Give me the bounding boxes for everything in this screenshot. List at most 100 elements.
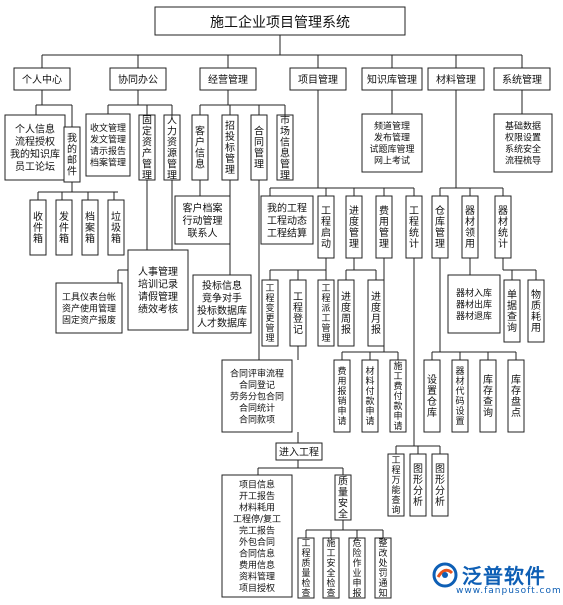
material-consumption-box-char: 耗 [531,311,541,323]
change-mgmt-box-char: 管 [265,322,274,334]
safety-check-box-char: 施 [326,537,335,549]
quality-check-box-char: 工 [301,539,310,549]
quality-check-box-char: 查 [301,587,310,599]
hazard-request-box: 危险作业申报危险作业申报 [348,537,366,599]
quality-safety-box-char: 安 [338,497,348,510]
dispatch-mgmt-box-char: 工 [321,284,330,294]
registration-box-char: 工 [293,292,303,303]
project-info-box-text: 开工报告 [239,490,275,502]
material-payment-box: 材料付款申请材料付款申请 [361,359,379,433]
material-payment-box-char: 请 [365,415,374,427]
hazard-request-box-char: 报 [352,587,361,599]
mailbox-trash-char: 箱 [111,232,121,245]
bid-mgmt-box-char: 标 [225,142,235,154]
market-info-box-char: 信 [280,137,290,149]
fixed-assets-box-char: 理 [142,170,152,182]
mailbox-inbox: 收件箱收件箱 [29,199,47,256]
equipment-code-box-char: 代 [455,386,464,397]
stock-count-box-char: 库 [511,373,521,386]
contract-mgmt-box-char: 同 [254,137,264,149]
mailbox-trash-char: 圾 [111,222,121,234]
logo-name: 泛普软件 [462,564,546,588]
record-query-box-char: 单 [507,289,517,301]
quality-safety-box-char: 全 [338,508,348,521]
material-payment-box-char: 付 [365,386,374,397]
chart-analysis-box-1-char: 图 [413,463,423,475]
equipment-code-box-char: 设 [455,406,464,417]
hazard-request-box-char: 作 [352,557,361,569]
warehouse-mgmt-box: 仓库管理仓库管理 [431,195,449,259]
warehouse-setup-box-char: 库 [427,406,437,419]
cost-mgmt-box-char: 用 [379,217,389,228]
project-stats-box-char: 程 [409,216,419,228]
quality-check-box-char: 程 [301,548,310,559]
progress-mgmt-box-char: 管 [349,226,359,239]
bid-mgmt-box: 招投标管理招投标管理 [221,114,239,181]
rectify-notice-box: 整改处罚通知整改处罚通知 [374,537,392,599]
chart-analysis-box-2-char: 析 [435,495,445,508]
fanpu-logo-icon [432,562,458,588]
chart-analysis-box-1-char: 析 [413,495,423,508]
document-mgmt-box-text: 档案管理 [90,157,126,169]
quality-check-box-char: 质 [301,557,310,569]
contract-mgmt-box-char: 管 [254,147,264,160]
material-consumption-box-char: 物 [531,288,541,301]
safety-check-box-char: 全 [326,567,335,579]
hr-mgmt-box-char: 资 [167,137,177,149]
customer-detail-box-text: 行动管理 [183,214,223,227]
project-info-box-text: 合同信息 [239,548,275,560]
knowledge-items-box-text: 频道管理 [374,120,410,132]
universal-query-box-char: 询 [391,504,400,516]
monthly-report-box-char: 月 [371,313,381,325]
stock-query-box: 库存查询库存查询 [479,359,497,433]
knowledge-items-box-text: 发布管理 [374,132,410,144]
safety-check-box-char: 查 [326,587,335,599]
bid-detail-box-text: 竞争对手 [202,292,242,305]
bid-mgmt-box-char: 投 [225,130,235,143]
construction-payment-box-char: 施 [393,360,402,372]
equipment-use-box-char: 器 [465,205,475,217]
hr-mgmt-box-char: 源 [167,147,177,160]
project-info-box-text: 外包合同 [239,536,275,548]
contract-mgmt-box-char: 理 [254,159,264,171]
mailbox-archive: 档案箱档案箱 [81,199,99,256]
fixed-assets-box: 固定资产管理固定资产管理 [138,114,156,182]
knowledge-items-box-text: 试题库管理 [369,143,414,155]
project-stats-box-char: 统 [409,226,419,239]
project-stats-box-char: 工 [409,206,419,217]
equipment-code-box-char: 码 [455,396,464,407]
customer-detail-box-text: 客户档案 [183,201,223,214]
market-info-box: 市场信息管理市场信息管理 [276,114,294,182]
module-project-mgmt: 项目管理 [289,67,347,91]
warehouse-setup-box-char: 置 [427,385,437,397]
record-query-box-char: 查 [507,310,517,323]
safety-check-box-char: 工 [326,549,335,559]
change-mgmt-box: 工程变更管理工程变更管理 [261,279,279,347]
hr-mgmt-box-char: 人 [167,115,177,127]
fanpu-logo: 泛普软件 www.fanpusoft.com [420,558,561,602]
enter-project-box: 进入工程 [275,442,323,461]
construction-payment-box-char: 申 [393,410,402,422]
personal-info-box-text: 流程授权 [15,135,55,148]
mailbox-outbox-char: 箱 [59,232,69,245]
rectify-notice-box-char: 改 [378,547,387,559]
customer-info-box-char: 户 [195,136,205,149]
bid-mgmt-box-char: 招 [225,119,235,132]
expense-claim-box-char: 用 [337,376,346,387]
module-material-mgmt: 材料管理 [427,67,485,91]
progress-mgmt-box: 进度管理进度管理 [345,195,363,259]
module-material-mgmt-text: 材料管理 [436,73,476,86]
project-start-box: 工程启动工程启动 [317,195,335,259]
mailbox-trash: 垃圾箱垃圾箱 [107,199,125,256]
module-knowledge-mgmt-text: 知识库管理 [367,73,417,86]
construction-payment-box-char: 款 [393,400,402,412]
system-title: 施工企业项目管理系统 [154,6,406,36]
construction-payment-box-char: 付 [393,391,402,402]
monthly-report-box-char: 进 [371,291,381,303]
equipment-use-box-char: 材 [465,215,475,228]
weekly-report-box-char: 报 [341,323,351,336]
